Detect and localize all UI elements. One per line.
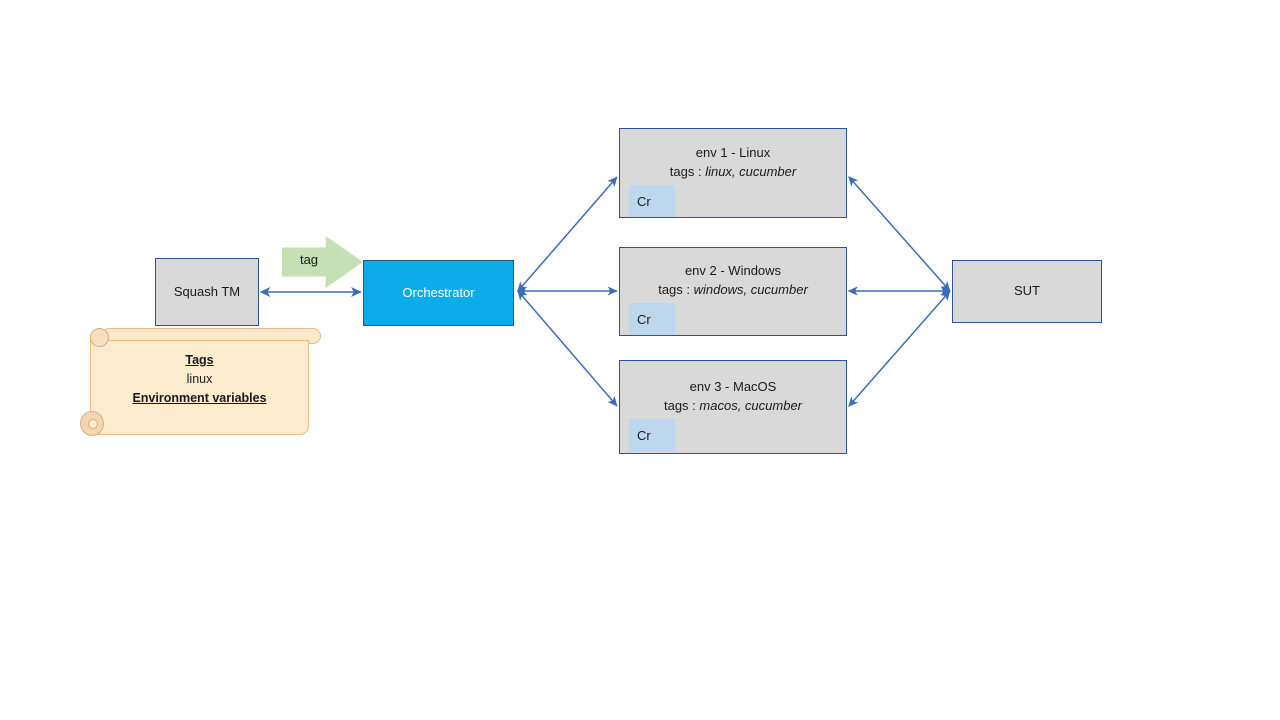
- env-3-tags-line: tags : macos, cucumber: [620, 397, 846, 416]
- tag-arrow-label: tag: [299, 252, 319, 267]
- env-3-cr-chip[interactable]: Cr: [629, 419, 675, 451]
- env-1-text-block: env 1 - Linux tags : linux, cucumber: [620, 144, 846, 182]
- connector-orchestrator-env1: [517, 176, 618, 292]
- note-tag-value: linux: [186, 371, 213, 386]
- env-2-text-block: env 2 - Windows tags : windows, cucumber: [620, 262, 846, 300]
- node-squash-tm-label: Squash TM: [173, 283, 241, 299]
- env-2-name: env 2 - Windows: [684, 263, 782, 278]
- scroll-curl-bottom-inner-icon: [88, 419, 98, 429]
- env-2-cr-chip-label: Cr: [637, 311, 651, 327]
- node-orchestrator[interactable]: Orchestrator: [363, 260, 514, 326]
- env-2-cr-chip[interactable]: Cr: [629, 303, 675, 335]
- connector-env1-sut: [848, 176, 951, 292]
- connector-orchestrator-env3: [517, 290, 618, 407]
- env-2-tags-value: windows, cucumber: [693, 281, 808, 297]
- env-3-cr-chip-label: Cr: [637, 427, 651, 443]
- scroll-note-content: Tags linux Environment variables: [90, 351, 309, 407]
- env-3-name: env 3 - MacOS: [689, 379, 777, 394]
- node-env-1[interactable]: env 1 - Linux tags : linux, cucumber Cr: [619, 128, 847, 218]
- node-squash-tm[interactable]: Squash TM: [155, 258, 259, 326]
- env-1-tags-label: tags :: [669, 163, 702, 179]
- node-orchestrator-label: Orchestrator: [402, 284, 475, 300]
- scroll-note[interactable]: Tags linux Environment variables: [79, 327, 322, 440]
- scroll-note-body: [90, 340, 309, 435]
- env-1-name: env 1 - Linux: [695, 145, 771, 160]
- note-heading-tags: Tags: [185, 353, 214, 367]
- env-3-tags-value: macos, cucumber: [699, 397, 802, 413]
- env-1-cr-chip[interactable]: Cr: [629, 185, 675, 217]
- env-1-tags-value: linux, cucumber: [705, 163, 797, 179]
- connector-env3-sut: [848, 290, 951, 407]
- node-env-2[interactable]: env 2 - Windows tags : windows, cucumber…: [619, 247, 847, 336]
- env-2-tags-line: tags : windows, cucumber: [620, 281, 846, 300]
- env-3-text-block: env 3 - MacOS tags : macos, cucumber: [620, 378, 846, 416]
- tag-flow-arrow: tag: [282, 236, 363, 288]
- env-1-cr-chip-label: Cr: [637, 193, 651, 209]
- node-sut-label: SUT: [1014, 283, 1040, 299]
- scroll-curl-top-icon: [90, 328, 109, 347]
- env-3-tags-label: tags :: [663, 397, 696, 413]
- node-env-3[interactable]: env 3 - MacOS tags : macos, cucumber Cr: [619, 360, 847, 454]
- node-sut[interactable]: SUT: [952, 260, 1102, 323]
- note-heading-environment-variables: Environment variables: [132, 390, 267, 405]
- env-2-tags-label: tags :: [658, 281, 690, 297]
- env-1-tags-line: tags : linux, cucumber: [620, 163, 846, 182]
